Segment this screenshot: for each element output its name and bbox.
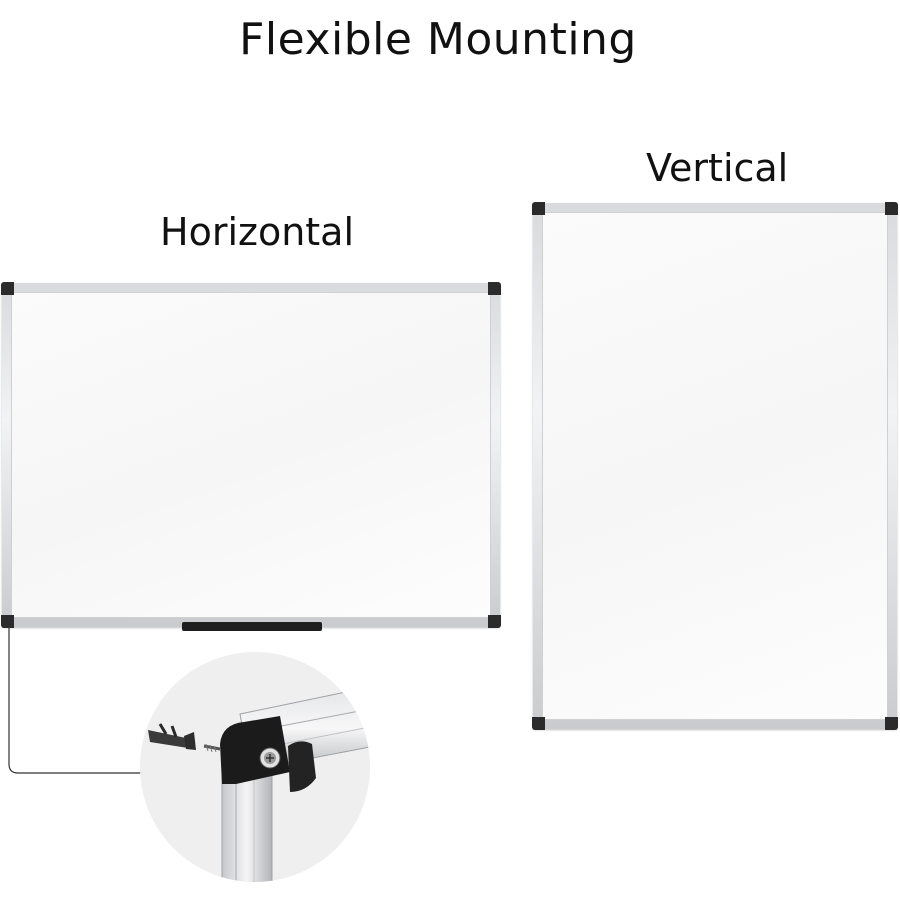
- corner-cap: [1, 615, 14, 628]
- horizontal-label: Horizontal: [160, 210, 355, 254]
- corner-cap: [488, 282, 501, 295]
- whiteboard-surface: [11, 292, 491, 618]
- horizontal-whiteboard: [1, 282, 501, 628]
- mounting-hardware-illustration: [148, 686, 370, 882]
- vertical-label: Vertical: [646, 146, 789, 190]
- corner-cap: [885, 202, 898, 215]
- corner-cap: [532, 202, 545, 215]
- marker-tray: [182, 622, 322, 631]
- whiteboard-surface: [542, 212, 888, 720]
- mounting-detail-zoom: [140, 652, 370, 882]
- corner-cap: [1, 282, 14, 295]
- vertical-whiteboard: [532, 202, 898, 730]
- page-title: Flexible Mounting: [239, 14, 637, 65]
- corner-cap: [488, 615, 501, 628]
- corner-cap: [885, 717, 898, 730]
- corner-cap: [532, 717, 545, 730]
